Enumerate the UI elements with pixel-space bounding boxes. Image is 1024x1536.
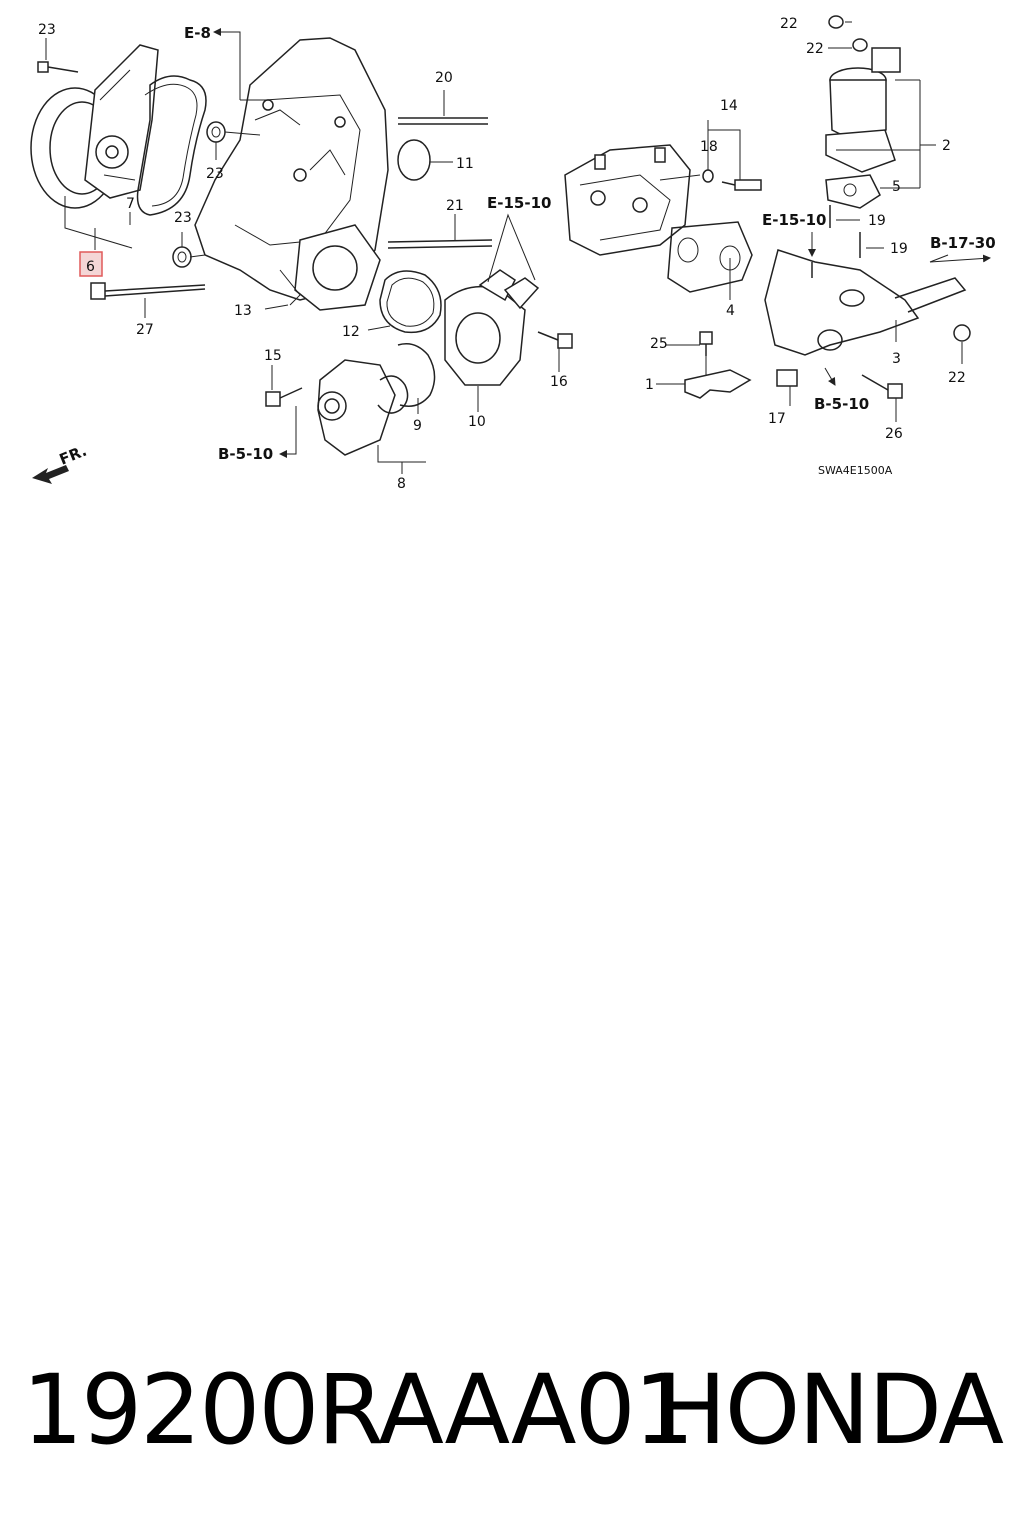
callout-19-upper[interactable]: 19 [868,213,886,229]
callout-18[interactable]: 18 [700,139,718,155]
egr-pipe-drawing [764,249,967,356]
ref-e-15-10-right[interactable]: E-15-10 [762,211,826,229]
callout-11[interactable]: 11 [456,156,474,172]
callout-23-upper[interactable]: 23 [206,166,224,182]
housing-drawing [194,37,389,311]
callout-2[interactable]: 2 [942,138,951,154]
callout-25[interactable]: 25 [650,336,668,352]
footer: 19200RAAA01 HONDA [0,1350,1024,1470]
callout-6[interactable]: 6 [86,259,95,275]
nut-22-mid-drawing [852,38,868,52]
housing-10-drawing [444,269,540,386]
stud-21-drawing [387,239,493,249]
ref-e-8[interactable]: E-8 [184,24,211,42]
washer-18-drawing [702,169,714,183]
o-ring-11-drawing [397,139,431,181]
callout-10[interactable]: 10 [468,414,486,430]
manifold-drawing [564,144,691,256]
callout-21[interactable]: 21 [446,198,464,214]
callout-15[interactable]: 15 [264,348,282,364]
ref-b-17-30[interactable]: B-17-30 [930,234,996,252]
thermostat-cover-drawing [317,343,436,456]
callout-27[interactable]: 27 [136,322,154,338]
callout-14[interactable]: 14 [720,98,738,114]
bolt-26-drawing [861,374,903,399]
stud-20-drawing [398,117,488,125]
callout-23-lower[interactable]: 23 [174,210,192,226]
bracket-1-drawing [684,369,752,399]
callout-20[interactable]: 20 [435,70,453,86]
bolt-15-drawing [265,387,303,407]
egr-valve-drawing [825,47,901,173]
bolt-24-drawing [37,61,79,73]
fitting-17-drawing [776,369,798,387]
ref-b-5-10-left[interactable]: B-5-10 [218,445,273,463]
callout-19-lower[interactable]: 19 [890,241,908,257]
callout-9[interactable]: 9 [413,418,422,434]
callout-8[interactable]: 8 [397,476,406,492]
front-label: FR. [57,442,90,469]
bolt-16-drawing [537,331,573,349]
callout-17[interactable]: 17 [768,411,786,427]
stud-19-drawing [829,205,861,258]
leader-lines [45,21,991,474]
callout-3[interactable]: 3 [892,351,901,367]
drawing-code: SWA4E1500A [818,464,893,477]
nut-23-lower-drawing [172,246,192,268]
front-arrow-icon [32,465,69,484]
callout-22-mid[interactable]: 22 [806,41,824,57]
bolt-27-drawing [90,282,206,300]
nut-22-right-drawing [953,324,971,342]
callout-16[interactable]: 16 [550,374,568,390]
brand-name: HONDA [654,1354,1004,1466]
callout-22-right[interactable]: 22 [948,370,966,386]
parts-diagram: 23 6 7 23 23 27 13 20 11 21 12 15 16 10 … [30,15,996,492]
sensor-14-drawing [721,179,762,191]
callout-4[interactable]: 4 [726,303,735,319]
callout-1[interactable]: 1 [645,377,654,393]
callout-24[interactable]: 23 [38,22,56,38]
callout-26[interactable]: 26 [885,426,903,442]
highlight-box [79,251,103,277]
gasket-4-drawing [667,221,753,293]
callout-22-top[interactable]: 22 [780,16,798,32]
callout-12[interactable]: 12 [342,324,360,340]
callout-13[interactable]: 13 [234,303,252,319]
gasket-5-drawing [825,174,881,209]
gasket-12-drawing [379,270,442,334]
part-number: 19200RAAA01 [22,1354,695,1466]
water-pump-drawing [30,44,207,216]
callout-5[interactable]: 5 [892,179,901,195]
ref-b-5-10-right[interactable]: B-5-10 [814,395,869,413]
bolt-25-drawing [699,331,713,356]
nut-23-upper-drawing [206,121,226,143]
ref-e-15-10-left[interactable]: E-15-10 [487,194,551,212]
nut-22-top-drawing [828,15,844,29]
callout-7[interactable]: 7 [126,196,135,212]
